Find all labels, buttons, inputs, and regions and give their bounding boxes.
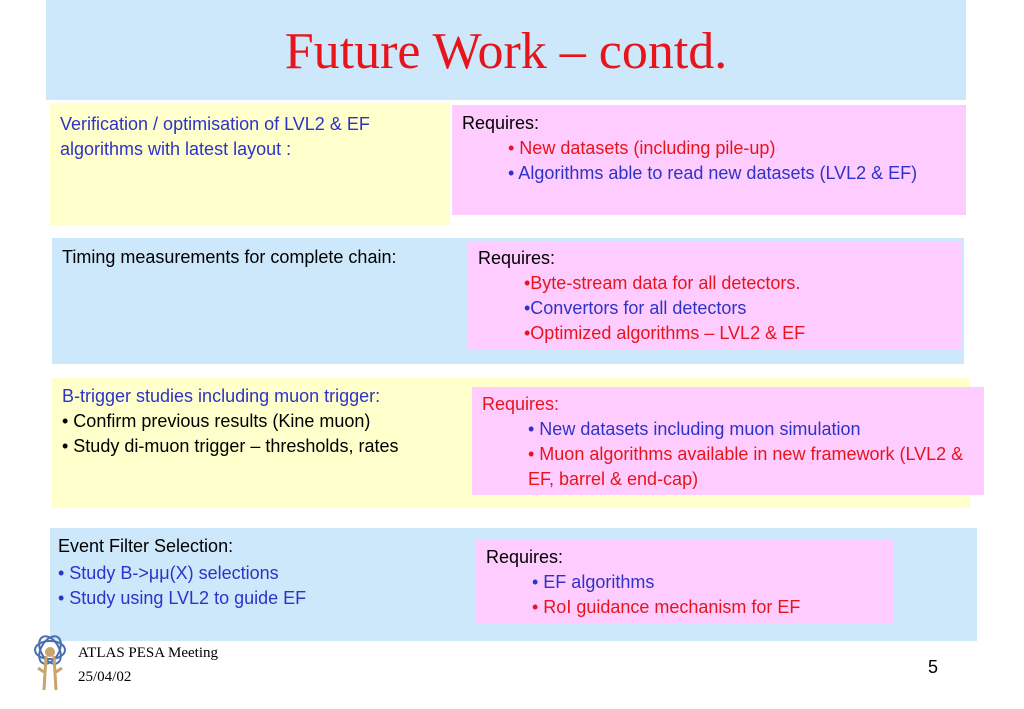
- section1-requires-label: Requires:: [462, 113, 540, 133]
- section3-left-box: B-trigger studies including muon trigger…: [62, 384, 482, 459]
- section2-requires-label: Requires:: [478, 248, 556, 268]
- section1-requires-box: Requires: • New datasets (including pile…: [462, 111, 962, 186]
- section2-requires-panel: [468, 241, 962, 350]
- section3-left-item: • Study di-muon trigger – thresholds, ra…: [62, 436, 399, 456]
- section4-requires-label: Requires:: [486, 547, 564, 567]
- section4-left-box: Event Filter Selection: • Study B->μμ(X)…: [58, 534, 468, 611]
- section2-require-item: •Optimized algorithms – LVL2 & EF: [524, 323, 806, 343]
- section4-left-item: • Study B->μμ(X) selections: [58, 563, 279, 583]
- section2-left-text: Timing measurements for complete chain:: [62, 247, 397, 267]
- title-bar: [46, 0, 966, 100]
- section4-requires-box: Requires: • EF algorithms • RoI guidance…: [486, 545, 886, 620]
- section2-require-item: •Byte-stream data for all detectors.: [524, 273, 801, 293]
- section3-left-heading: B-trigger studies including muon trigger…: [62, 386, 381, 406]
- section3-requires-box: Requires: • New datasets including muon …: [482, 392, 978, 492]
- footer-meeting: ATLAS PESA Meeting: [78, 645, 219, 661]
- section4-left-heading: Event Filter Selection:: [58, 536, 234, 556]
- section1-left-text: Verification / optimisation of LVL2 & EF…: [60, 114, 370, 159]
- atlas-logo-icon: [34, 635, 66, 691]
- section4-require-item: • EF algorithms: [532, 572, 655, 592]
- section3-requires-label: Requires:: [482, 394, 560, 414]
- section4-requires-panel: [476, 540, 893, 623]
- section1-left-panel: [50, 103, 450, 225]
- section2-requires-box: Requires: •Byte-stream data for all dete…: [478, 246, 958, 346]
- section3-left-item: • Confirm previous results (Kine muon): [62, 411, 371, 431]
- section3-requires-panel: [472, 387, 984, 495]
- section3-require-item: • New datasets including muon simulation: [528, 419, 861, 439]
- section4-left-item: • Study using LVL2 to guide EF: [58, 588, 307, 608]
- slide-title: Future Work – contd.: [284, 23, 728, 80]
- footer-date: 25/04/02: [78, 669, 132, 685]
- section3-require-item: • Muon algorithms available in new frame…: [528, 444, 964, 489]
- section1-requires-panel: [452, 105, 966, 215]
- section1-require-item: • New datasets (including pile-up): [508, 138, 776, 158]
- page-number: 5: [928, 657, 939, 677]
- section1-require-item: • Algorithms able to read new datasets (…: [508, 163, 918, 183]
- section4-require-item: • RoI guidance mechanism for EF: [532, 597, 801, 617]
- section2-require-item: •Convertors for all detectors: [524, 298, 747, 318]
